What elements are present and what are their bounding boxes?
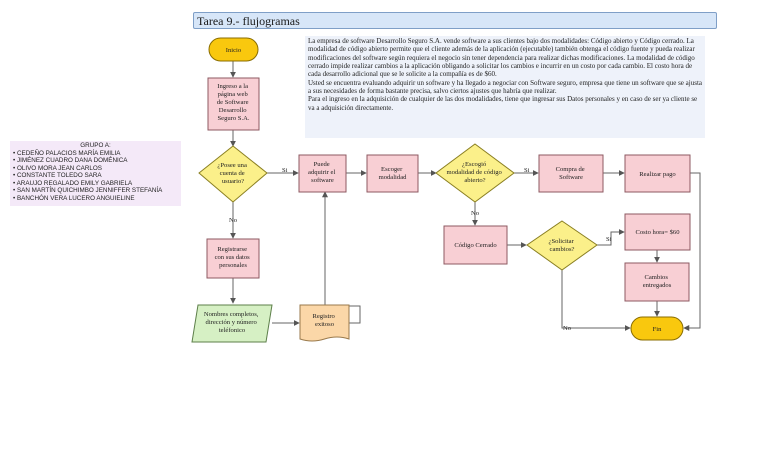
process-cambios-entregados: Cambios entregados bbox=[624, 262, 690, 302]
group-member: • CEDEÑO PALACIOS MARÍA EMILIA bbox=[13, 149, 121, 157]
problem-description: La empresa de software Desarrollo Seguro… bbox=[305, 36, 705, 138]
pago-label: Realizar pago bbox=[639, 171, 676, 178]
nombres-label: Nombres completos, dirección y número te… bbox=[204, 311, 260, 334]
costo-label: Costo hora= $60 bbox=[635, 229, 680, 236]
solicitar-label: ¿Solicitar cambios? bbox=[549, 238, 576, 253]
decision-posee-cuenta: ¿Posee una cuenta de usuario? bbox=[198, 145, 268, 203]
process-puede-adquirir: Puede adquirir el software bbox=[298, 154, 347, 193]
group-member: • ARAUJO REGALADO EMILY GABRIELA bbox=[13, 179, 133, 187]
escoger-label: Escoger modalidad bbox=[379, 166, 408, 181]
registro-label: Registro exitoso bbox=[312, 313, 336, 328]
end-label: Fin bbox=[653, 326, 662, 333]
data-nombres-completos: Nombres completos, dirección y número te… bbox=[191, 304, 273, 343]
description-paragraph-3: Para el ingreso en la adquisición de cua… bbox=[308, 95, 698, 112]
process-compra-software: Compra de Software bbox=[538, 154, 604, 193]
no-label: No bbox=[563, 325, 572, 332]
yes-label: Si bbox=[606, 236, 612, 243]
group-member: • CONSTANTE TOLEDO SARA bbox=[13, 172, 102, 179]
process-registrarse: Registrarse con sus datos personales bbox=[206, 238, 260, 279]
page-title: Tarea 9.- flujogramas bbox=[193, 12, 717, 29]
decision-solicitar-cambios: ¿Solicitar cambios? bbox=[526, 220, 598, 271]
ingreso-label: Ingreso a la página web de Software Desa… bbox=[217, 83, 250, 122]
escogio-label: ¿Escogió modalidad de código abierto? bbox=[447, 161, 504, 184]
group-member: • SAN MARTÍN QUICHIMBO JENNIFFER STEFANÍ… bbox=[13, 187, 163, 194]
group-title: GRUPO A: bbox=[80, 142, 111, 149]
group-members-panel: GRUPO A: • CEDEÑO PALACIOS MARÍA EMILIA … bbox=[10, 141, 181, 206]
process-escoger-modalidad: Escoger modalidad bbox=[366, 154, 419, 193]
description-paragraph-2: Usted se encuentra evaluando adquirir un… bbox=[308, 78, 702, 96]
no-label: No bbox=[229, 217, 238, 224]
document-registro-exitoso: Registro exitoso bbox=[299, 304, 350, 342]
description-paragraph-1: La empresa de software Desarrollo Seguro… bbox=[308, 37, 695, 79]
yes-label: Si bbox=[282, 167, 288, 174]
group-member: • OLIVO MORA JEAN CARLOS bbox=[13, 164, 102, 172]
yes-label: Si bbox=[524, 167, 530, 174]
compra-label: Compra de Software bbox=[556, 166, 587, 181]
process-realizar-pago: Realizar pago bbox=[624, 154, 691, 193]
no-label: No bbox=[471, 210, 480, 217]
group-members-list: • CEDEÑO PALACIOS MARÍA EMILIA • JIMÉNEZ… bbox=[13, 150, 178, 203]
start-terminal: Inicio bbox=[208, 37, 259, 62]
decision-codigo-abierto: ¿Escogió modalidad de código abierto? bbox=[435, 143, 515, 203]
posee-label: ¿Posee una cuenta de usuario? bbox=[217, 162, 248, 185]
puede-label: Puede adquirir el software bbox=[308, 161, 337, 184]
end-terminal: Fin bbox=[630, 316, 684, 341]
cerrado-label: Código Cerrado bbox=[454, 242, 497, 249]
flow-connectors bbox=[230, 61, 701, 331]
group-member: • BANCHÓN VERA LUCERO ANGUIELINE bbox=[13, 194, 135, 202]
cambios-label: Cambios entregados bbox=[643, 274, 672, 289]
process-costo-hora: Costo hora= $60 bbox=[624, 213, 691, 251]
process-ingreso: Ingreso a la página web de Software Desa… bbox=[207, 77, 260, 131]
group-member: • JIMÉNEZ CUADRO DANA DOMÉNICA bbox=[13, 157, 128, 164]
process-codigo-cerrado: Código Cerrado bbox=[443, 225, 508, 265]
start-label: Inicio bbox=[226, 47, 242, 54]
registrarse-label: Registrarse con sus datos personales bbox=[215, 246, 252, 269]
